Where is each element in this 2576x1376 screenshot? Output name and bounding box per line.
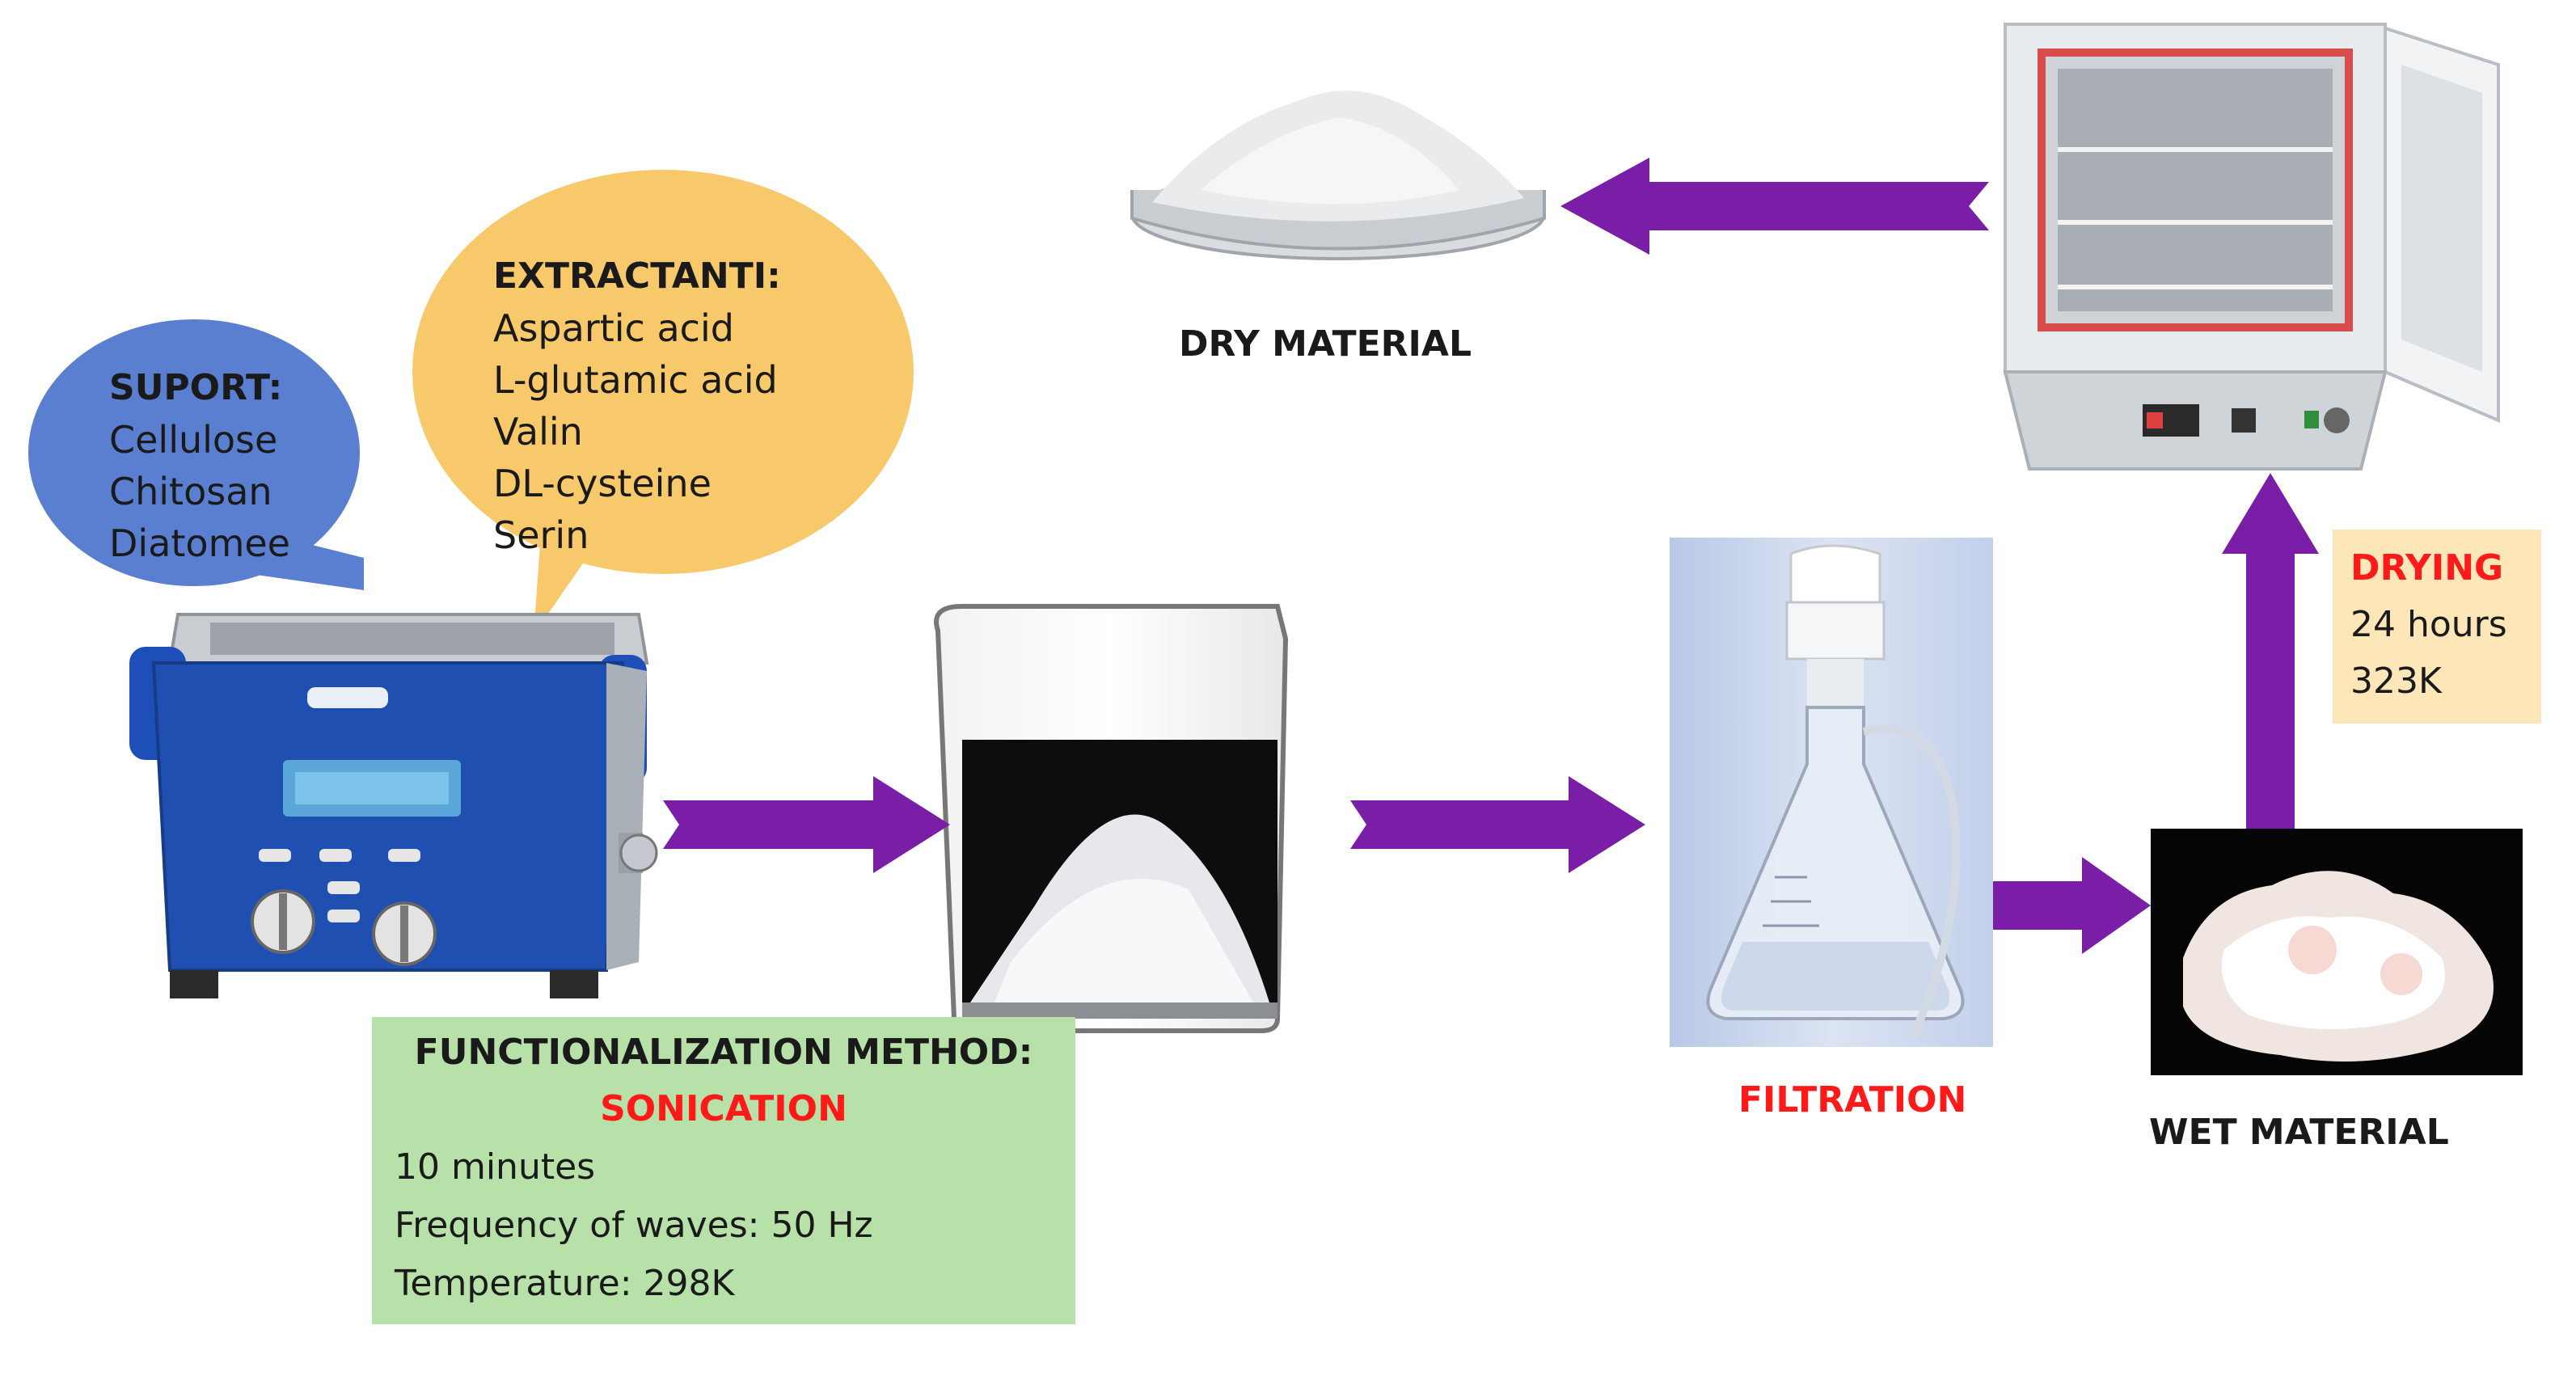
- suport-item: Diatomee: [109, 521, 290, 565]
- drying-oven-icon: [2003, 23, 2500, 471]
- method-title: FUNCTIONALIZATION METHOD:: [414, 1032, 1033, 1073]
- arrow-wet-to-oven: [2222, 473, 2319, 829]
- petri-dish-icon: [1130, 91, 1546, 260]
- drying-box: DRYING 24 hours 323K: [2333, 530, 2541, 724]
- method-detail: 10 minutes: [395, 1146, 596, 1188]
- extractanti-bubble-shape: [412, 170, 914, 635]
- wet-material-label: WET MATERIAL: [2149, 1112, 2449, 1153]
- suport-bubble: SUPORT: Cellulose Chitosan Diatomee: [109, 362, 290, 569]
- beaker-powder-icon: [934, 604, 1289, 1033]
- extractanti-item: L-glutamic acid: [493, 358, 778, 402]
- extractanti-bubble: EXTRACTANTI: Aspartic acid L-glutamic ac…: [493, 251, 781, 561]
- extractanti-item: DL-cysteine: [493, 462, 712, 505]
- arrow-beaker-to-filtration: [1350, 776, 1645, 873]
- wet-material-icon: [2151, 829, 2523, 1075]
- method-detail: Frequency of waves: 50 Hz: [395, 1205, 873, 1246]
- suport-bubble-shape: [28, 319, 364, 590]
- drying-detail: 323K: [2350, 661, 2442, 702]
- drying-detail: 24 hours: [2350, 604, 2507, 645]
- arrow-bath-to-beaker: [663, 776, 950, 873]
- suport-title: SUPORT:: [109, 367, 283, 408]
- extractanti-item: Valin: [493, 410, 583, 454]
- method-detail: Temperature: 298K: [395, 1263, 735, 1304]
- ultrasonic-bath-icon: [129, 613, 658, 998]
- filtration-flask-icon: [1670, 538, 1993, 1047]
- extractanti-item: Aspartic acid: [493, 306, 734, 350]
- functionalization-method-box: FUNCTIONALIZATION METHOD: SONICATION 10 …: [372, 1017, 1075, 1324]
- extractanti-title: EXTRACTANTI:: [493, 255, 781, 297]
- method-highlight: SONICATION: [600, 1088, 847, 1129]
- arrow-filtration-to-wet: [1985, 857, 2151, 954]
- extractanti-item: Serin: [493, 513, 589, 557]
- suport-item: Chitosan: [109, 470, 272, 513]
- dry-material-label: DRY MATERIAL: [1179, 323, 1472, 365]
- arrow-oven-to-dry: [1560, 158, 1989, 255]
- filtration-label: FILTRATION: [1738, 1079, 1967, 1121]
- drying-title: DRYING: [2350, 547, 2504, 589]
- suport-item: Cellulose: [109, 418, 278, 462]
